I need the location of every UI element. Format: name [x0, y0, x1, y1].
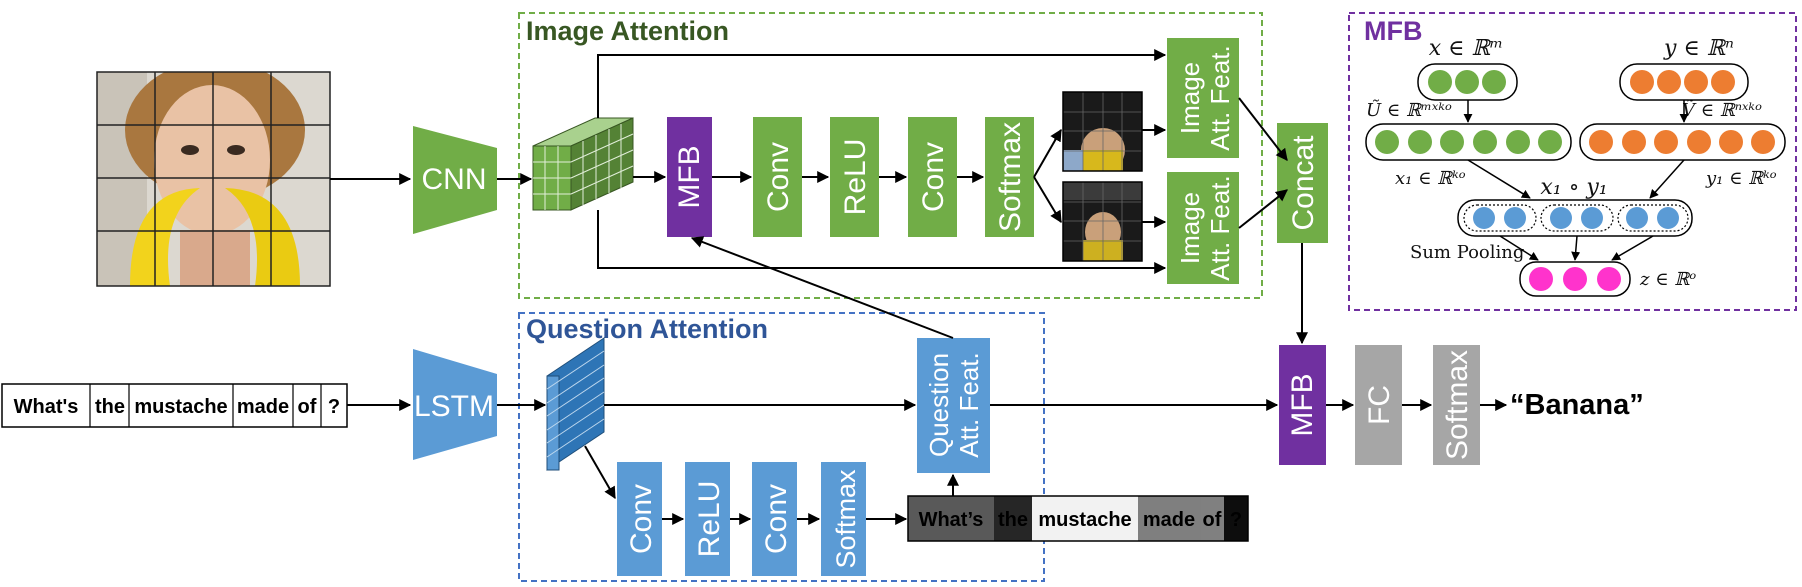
fc-block	[1355, 345, 1402, 465]
question-relu-block	[685, 462, 730, 576]
image-att-feat-1-line1: Image	[1175, 62, 1205, 134]
image-att-feat-2-line2: Att. Feat.	[1205, 175, 1235, 281]
question-word-1: What's	[14, 396, 79, 418]
product-label: x₁ ∘ y₁	[1540, 175, 1607, 200]
cnn-block	[413, 126, 497, 234]
u-label: Ũ ∈ ℝᵐˣᵏᵒ	[1366, 98, 1452, 121]
question-conv1-block	[617, 462, 662, 576]
image-conv2-label: Conv	[917, 142, 950, 212]
attention-map-1	[1062, 91, 1143, 172]
image-mfb-block	[667, 117, 712, 237]
question-att-feat-line2: Att. Feat.	[954, 352, 984, 458]
answer-text: “Banana”	[1510, 389, 1644, 421]
image-mfb-label: MFB	[673, 145, 706, 208]
image-relu-label: ReLU	[839, 139, 872, 216]
v-label: Ṽ ∈ ℝⁿˣᵏᵒ	[1682, 99, 1762, 121]
fc-label: FC	[1363, 385, 1396, 425]
attended-word-6: ?	[1230, 509, 1242, 531]
image-softmax-label: Softmax	[994, 122, 1027, 232]
connections	[330, 49, 1508, 525]
image-att-feat-2-line1: Image	[1175, 192, 1205, 264]
question-conv2-block	[752, 462, 797, 576]
fusion-mfb-label: MFB	[1286, 373, 1319, 436]
question-word-5: of	[298, 396, 317, 418]
image-conv2-block	[908, 117, 957, 237]
fusion-softmax-label: Softmax	[1441, 350, 1474, 460]
image-feature-cube	[532, 117, 634, 211]
question-att-feat-line1: Question	[924, 353, 954, 457]
image-attention-title: Image Attention	[526, 16, 729, 46]
y-label: y ∈ ℝⁿ	[1663, 36, 1734, 61]
question-attention-title: Question Attention	[526, 314, 768, 344]
y1-label: y₁ ∈ ℝᵏᵒ	[1705, 168, 1777, 189]
image-conv1-label: Conv	[762, 142, 795, 212]
sum-pooling-label: Sum Pooling	[1410, 242, 1524, 263]
question-input: What's the mustache made of ?	[1, 383, 348, 428]
question-relu-label: ReLU	[693, 481, 726, 558]
cnn-label: CNN	[422, 163, 487, 196]
x-label: x ∈ ℝᵐ	[1429, 36, 1503, 61]
mfb-module-region	[1348, 12, 1797, 311]
question-word-6: ?	[328, 396, 340, 418]
attended-word-4: made	[1143, 509, 1195, 531]
attended-question: What’s the mustache made of ?	[907, 495, 1249, 542]
attended-word-1: What’s	[919, 509, 984, 531]
image-conv1-block	[753, 117, 802, 237]
question-att-feat-block	[917, 338, 990, 473]
question-word-2: the	[95, 396, 125, 418]
x1-label: x₁ ∈ ℝᵏᵒ	[1395, 168, 1466, 189]
question-attention-region	[518, 312, 1045, 582]
question-conv2-label: Conv	[760, 484, 793, 554]
attended-word-5: of	[1203, 509, 1222, 531]
question-softmax-block	[821, 462, 866, 576]
image-att-feat-2-block	[1167, 172, 1239, 284]
concat-label: Concat	[1287, 135, 1320, 231]
lstm-label: LSTM	[414, 390, 494, 423]
image-softmax-block	[985, 117, 1034, 237]
lstm-block	[413, 349, 497, 460]
mfb-module-title: MFB	[1364, 16, 1422, 46]
concat-block	[1277, 123, 1328, 243]
fusion-softmax-block	[1433, 345, 1480, 465]
question-feature-stack	[546, 337, 605, 471]
attended-word-3: mustache	[1038, 509, 1131, 531]
z-label: z ∈ ℝᵒ	[1639, 269, 1696, 290]
image-att-feat-1-block	[1167, 38, 1239, 158]
question-word-3: mustache	[134, 396, 227, 418]
attention-map-2	[1062, 181, 1143, 262]
question-word-4: made	[237, 396, 289, 418]
image-att-feat-1-line2: Att. Feat.	[1205, 45, 1235, 151]
image-relu-block	[830, 117, 879, 237]
mfb-detail: x ∈ ℝᵐ y ∈ ℝⁿ Ũ ∈ ℝᵐˣᵏᵒ Ṽ ∈ ℝⁿˣᵏᵒ x₁ ∈ ℝ…	[1365, 36, 1786, 297]
question-softmax-label: Softmax	[831, 469, 861, 569]
question-conv1-label: Conv	[625, 484, 658, 554]
image-attention-region	[518, 12, 1263, 299]
attended-word-2: the	[998, 509, 1028, 531]
fusion-mfb-block	[1279, 345, 1326, 465]
